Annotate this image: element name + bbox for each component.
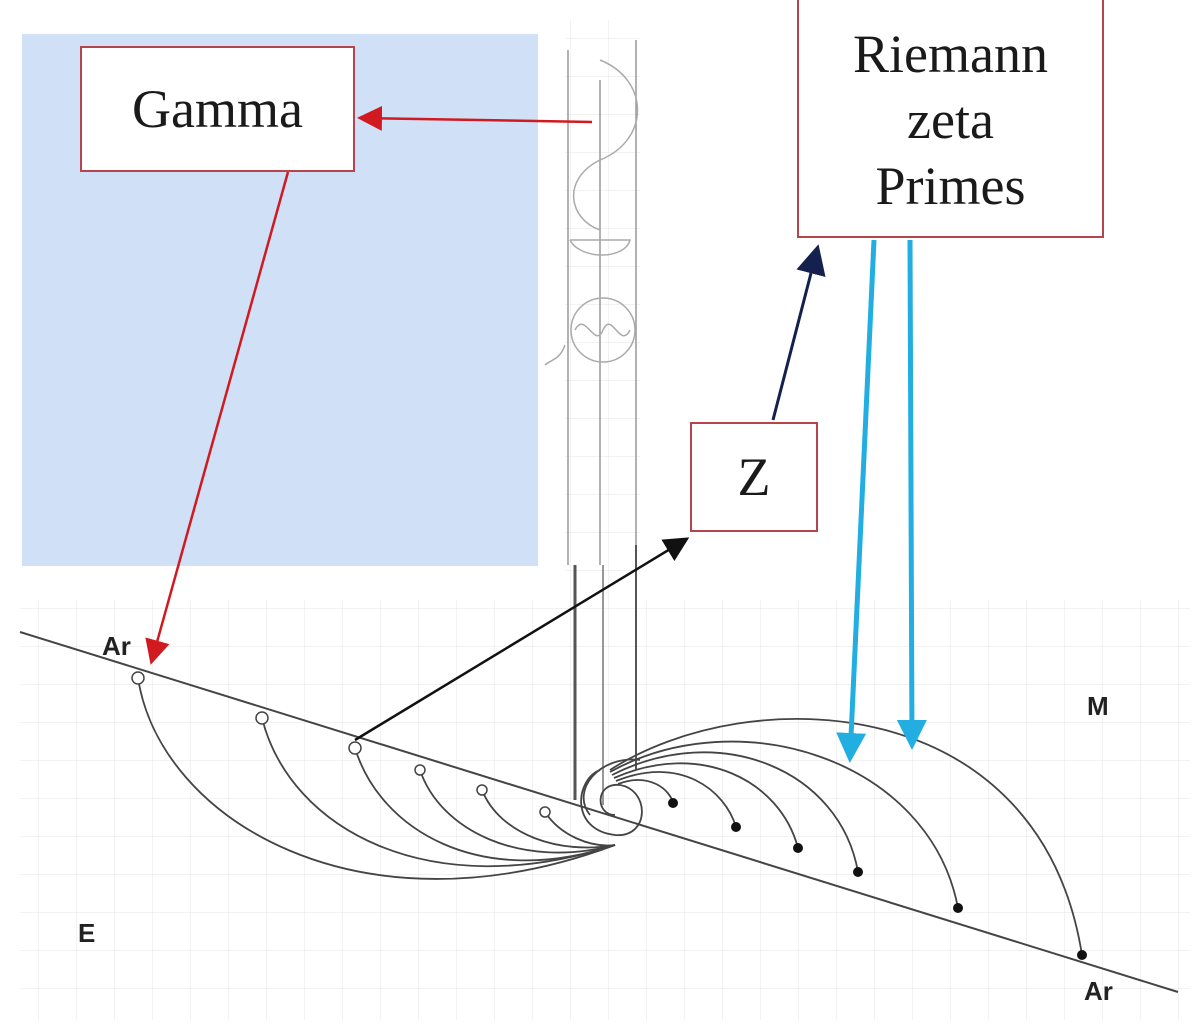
z-box: Z [690, 422, 818, 532]
riemann-box: Riemann zeta Primes [797, 0, 1104, 238]
point-left-5 [539, 806, 551, 818]
gamma-label: Gamma [132, 79, 303, 139]
point-right-4 [853, 867, 863, 877]
z-label: Z [737, 447, 771, 507]
point-ar-right [1077, 950, 1087, 960]
point-ar-left [131, 671, 145, 685]
main-axis [19, 631, 1179, 993]
arrow-z-to-riemann [771, 244, 826, 421]
label-ar-top: Ar [102, 631, 131, 661]
label-ar-bottom: Ar [1084, 976, 1113, 1006]
point-right-5 [953, 903, 963, 913]
arrow-riemann-cyan-2 [896, 239, 927, 750]
point-right-2 [731, 822, 741, 832]
right-points [668, 798, 1087, 960]
gamma-box: Gamma [80, 46, 355, 172]
point-left-1 [255, 711, 269, 725]
point-right-1 [668, 798, 678, 808]
column-sketch [544, 59, 639, 366]
riemann-line-2: zeta [907, 90, 994, 150]
arrow-point-to-z [354, 537, 690, 742]
point-right-3 [793, 843, 803, 853]
label-m: M [1087, 691, 1109, 721]
riemann-line-3: Primes [875, 156, 1026, 216]
arrow-gamma-to-ar [145, 171, 290, 665]
left-arcs [137, 677, 616, 880]
label-e: E [78, 918, 95, 948]
point-left-3 [414, 764, 426, 776]
right-arcs [609, 718, 1083, 956]
riemann-line-1: Riemann [853, 24, 1048, 84]
arrow-riemann-cyan-1 [836, 239, 877, 763]
arrow-column-to-gamma [357, 105, 593, 131]
point-left-4 [476, 784, 488, 796]
left-points [131, 671, 551, 818]
point-left-2 [348, 741, 362, 755]
